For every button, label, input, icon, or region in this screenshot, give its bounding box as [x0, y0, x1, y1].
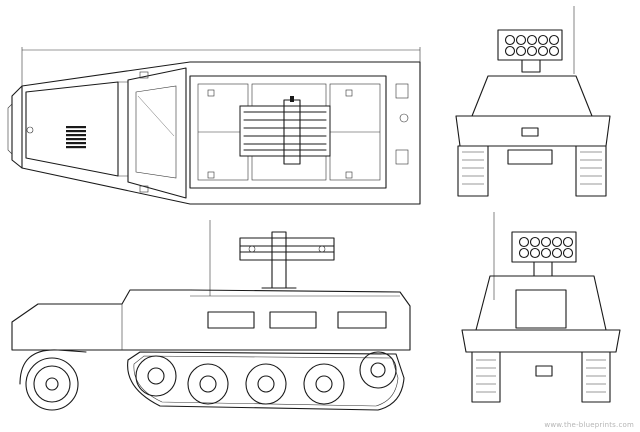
rear-launcher	[511, 231, 577, 277]
road-wheels	[135, 351, 397, 405]
watermark: www.the-blueprints.com	[544, 421, 634, 429]
front-view	[455, 6, 611, 197]
front-launcher	[497, 29, 563, 73]
side-view	[11, 220, 411, 411]
front-wheel	[19, 349, 87, 411]
top-view	[7, 47, 421, 205]
rear-view	[461, 212, 621, 403]
engine-louvers	[66, 126, 86, 149]
launcher-top	[239, 96, 331, 165]
side-launcher	[239, 231, 335, 289]
